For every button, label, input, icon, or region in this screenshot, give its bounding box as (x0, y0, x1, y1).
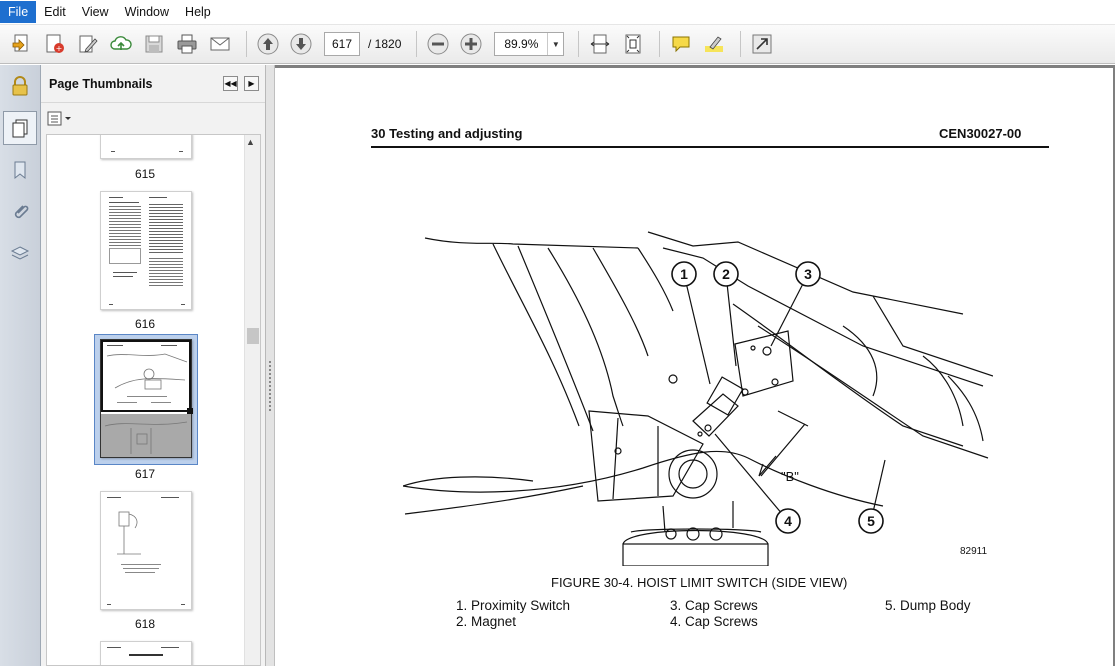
zoom-in-icon[interactable] (457, 30, 485, 58)
thumbnail-page[interactable] (100, 135, 192, 159)
thumbnail-label: 618 (134, 617, 156, 631)
thumbnail-label: 615 (134, 167, 156, 181)
menu-file[interactable]: File (0, 1, 37, 23)
toolbar-separator (740, 31, 742, 57)
full-screen-icon[interactable] (748, 30, 776, 58)
menu-view[interactable]: View (81, 5, 109, 19)
menu-edit[interactable]: Edit (44, 5, 66, 19)
menu-help[interactable]: Help (185, 5, 211, 19)
callout-3: 3 (804, 266, 812, 282)
thumbnail-label: 617 (134, 467, 156, 481)
zoom-value: 89.9% (504, 37, 539, 51)
legend-item: 4. Cap Screws (670, 614, 758, 629)
legend-item: 3. Cap Screws (670, 598, 758, 613)
save-icon[interactable] (140, 30, 168, 58)
attachment-icon[interactable] (7, 199, 33, 225)
fit-page-icon[interactable] (619, 30, 647, 58)
figure-caption: FIGURE 30-4. HOIST LIMIT SWITCH (SIDE VI… (551, 575, 848, 590)
chevron-down-icon[interactable]: ▼ (547, 33, 563, 55)
create-pdf-icon[interactable]: + (41, 30, 69, 58)
figure-drawing: 1 2 3 4 5 "B" 82911 (402, 231, 994, 567)
toolbar: + 617 / 1820 89.9% ▼ (0, 25, 1115, 64)
toolbar-separator (416, 31, 418, 57)
menu-window[interactable]: Window (124, 5, 170, 19)
callout-4: 4 (784, 513, 792, 529)
page-total: / 1820 (368, 37, 402, 51)
svg-text:+: + (56, 44, 63, 53)
collapse-panel-icon[interactable]: ◀◀ (223, 76, 238, 91)
thumbnail-page[interactable] (100, 641, 192, 665)
dimension-label: "B" (781, 469, 799, 484)
document-page: 30 Testing and adjusting CEN30027-00 (275, 68, 1113, 666)
splitter-grip[interactable] (269, 361, 271, 411)
lock-icon[interactable] (7, 73, 33, 99)
toolbar-separator (246, 31, 247, 57)
zoom-select[interactable]: 89.9% ▼ (494, 32, 565, 56)
highlight-icon[interactable] (700, 30, 728, 58)
panel-title: Page Thumbnails (41, 65, 265, 103)
cloud-upload-icon[interactable] (107, 30, 135, 58)
legend-item: 1. Proximity Switch (456, 598, 571, 613)
open-icon[interactable] (8, 30, 36, 58)
callout-1: 1 (680, 266, 688, 282)
document-view[interactable]: 30 Testing and adjusting CEN30027-00 (275, 65, 1115, 666)
legend-item: 2. Magnet (456, 614, 517, 629)
navigation-pane-strip (0, 65, 41, 666)
next-page-icon[interactable] (287, 30, 315, 58)
thumbnail-options-icon[interactable] (47, 109, 77, 129)
thumbnail-page[interactable] (100, 191, 192, 310)
page-thumbnails-icon[interactable] (3, 111, 37, 145)
thumbnail-page-current[interactable] (100, 339, 193, 458)
legend-item: 5. Dump Body (885, 598, 971, 613)
scroll-up-icon[interactable]: ▲ (246, 137, 255, 147)
page-header-section: 30 Testing and adjusting (371, 126, 523, 141)
bookmark-icon[interactable] (7, 157, 33, 183)
comment-icon[interactable] (667, 30, 695, 58)
previous-page-icon[interactable] (254, 30, 282, 58)
email-icon[interactable] (206, 30, 234, 58)
header-rule (371, 146, 1049, 148)
chevron-right-icon[interactable]: ▶ (244, 76, 259, 91)
page-number-input[interactable]: 617 (324, 32, 360, 56)
zoom-out-icon[interactable] (424, 30, 452, 58)
thumbnail-scrollbar[interactable] (244, 135, 260, 665)
page-thumbnails-panel: Page Thumbnails ◀◀ ▶ 615 616 (41, 65, 266, 666)
drawing-number: 82911 (960, 546, 988, 557)
figure-hoist-limit-switch: 1 2 3 4 5 "B" 82911 (402, 196, 994, 567)
thumbnail-label: 616 (134, 317, 156, 331)
callout-2: 2 (722, 266, 730, 282)
toolbar-separator (578, 31, 580, 57)
menu-bar: File Edit View Window Help (0, 0, 1115, 25)
thumbnail-page[interactable] (100, 491, 192, 610)
fit-width-icon[interactable] (586, 30, 614, 58)
thumbnail-list[interactable]: 615 616 (46, 134, 261, 666)
page-header-code: CEN30027-00 (939, 126, 1022, 141)
layers-icon[interactable] (7, 241, 33, 267)
callout-5: 5 (867, 513, 875, 529)
scrollbar-thumb[interactable] (247, 328, 259, 344)
panel-splitter[interactable] (266, 65, 275, 666)
edit-icon[interactable] (74, 30, 102, 58)
print-icon[interactable] (173, 30, 201, 58)
toolbar-separator (659, 31, 661, 57)
